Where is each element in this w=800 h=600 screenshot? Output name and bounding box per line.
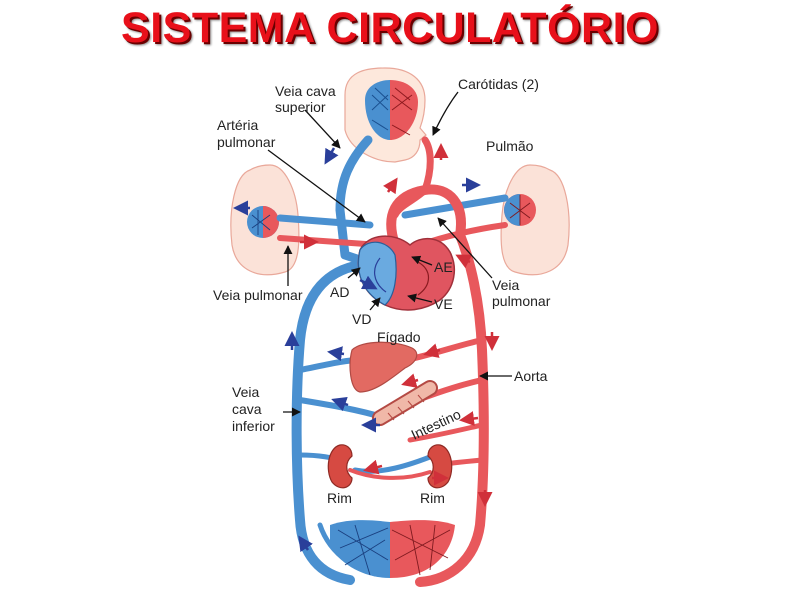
label-veia-pulmonar-left: Veia pulmonar (213, 287, 303, 303)
liver (349, 341, 418, 393)
label-veia-cava-inferior-2: cava (232, 401, 262, 417)
label-carotidas: Carótidas (2) (458, 76, 539, 92)
kidney-right (427, 444, 453, 489)
intestine (372, 380, 438, 426)
page-title: SISTEMA CIRCULATÓRIO (121, 4, 659, 52)
label-veia-cava-inferior-3: inferior (232, 418, 275, 434)
label-ae: AE (434, 259, 453, 275)
label-aorta: Aorta (514, 368, 548, 384)
flow-arrows-arterial (300, 143, 500, 507)
label-veia-cava-superior-1: Veia cava (275, 83, 336, 99)
arterial-vessels (277, 136, 508, 587)
label-rim-right: Rim (420, 490, 445, 506)
label-ve: VE (434, 296, 453, 312)
head-capillaries (365, 80, 418, 140)
flow-arrows-venous (233, 147, 481, 553)
labels: Carótidas (2) Veia cava superior Artéria… (213, 76, 551, 506)
label-veia-pulmonar-right-1: Veia (492, 277, 519, 293)
label-veia-pulmonar-right-2: pulmonar (492, 293, 551, 309)
lung-left (230, 164, 300, 276)
kidney-left (327, 444, 353, 489)
label-veia-cava-superior-2: superior (275, 99, 326, 115)
leader-lines (267, 91, 512, 417)
label-veia-cava-inferior-1: Veia (232, 384, 259, 400)
label-pulmao: Pulmão (486, 138, 534, 154)
label-vd: VD (352, 311, 371, 327)
label-arteria-pulmonar-2: pulmonar (217, 134, 276, 150)
label-rim-left: Rim (327, 490, 352, 506)
label-ad: AD (330, 284, 349, 300)
venous-vessels (276, 135, 509, 585)
label-figado: Fígado (377, 329, 421, 345)
lower-body-capillaries (330, 520, 455, 578)
lung-right (500, 164, 570, 276)
label-arteria-pulmonar-1: Artéria (217, 117, 258, 133)
